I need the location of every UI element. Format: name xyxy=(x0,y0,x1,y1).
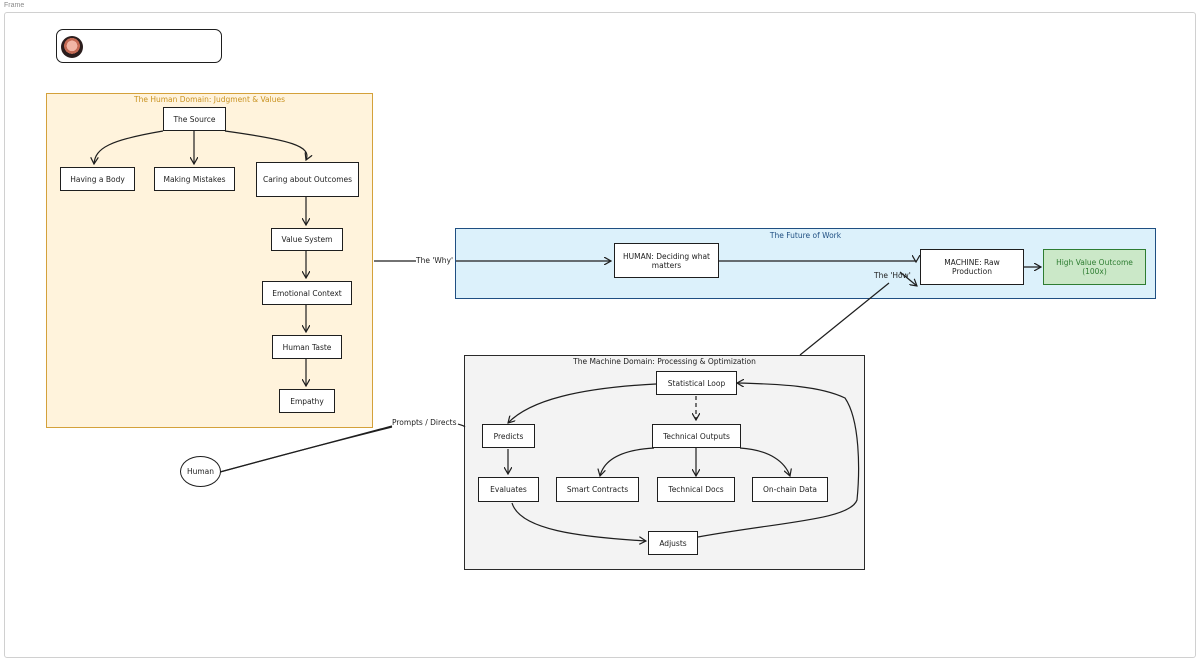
human-domain-region[interactable]: The Human Domain: Judgment & Values xyxy=(46,93,373,428)
edge-prompts-tail xyxy=(219,425,393,473)
node-human-deciding[interactable]: HUMAN: Deciding what matters xyxy=(614,243,719,278)
node-technical-docs[interactable]: Technical Docs xyxy=(657,477,735,502)
node-having-a-body[interactable]: Having a Body xyxy=(60,167,135,191)
node-high-value-outcome[interactable]: High Value Outcome (100x) xyxy=(1043,249,1146,285)
node-emotional-context[interactable]: Emotional Context xyxy=(262,281,352,305)
profile-card[interactable] xyxy=(56,29,222,63)
edge-deciding-machine xyxy=(719,261,916,262)
canvas-frame xyxy=(4,12,1196,658)
future-of-work-title: The Future of Work xyxy=(769,231,842,240)
node-smart-contracts[interactable]: Smart Contracts xyxy=(556,477,639,502)
machine-domain-title: The Machine Domain: Processing & Optimiz… xyxy=(573,357,756,366)
node-empathy[interactable]: Empathy xyxy=(279,389,335,413)
node-statistical-loop[interactable]: Statistical Loop xyxy=(656,371,737,395)
node-value-system[interactable]: Value System xyxy=(271,228,343,251)
edge-label-prompts-directs: Prompts / Directs xyxy=(392,418,457,427)
edge-source-caring xyxy=(224,130,307,160)
edge-label-the-why: The 'Why' xyxy=(416,256,454,265)
edge-loop-predicts xyxy=(508,383,657,423)
node-adjusts[interactable]: Adjusts xyxy=(648,531,698,555)
edge-adjusts-loop xyxy=(697,383,860,538)
edge-outputs-smart xyxy=(600,447,655,476)
node-human[interactable]: Human xyxy=(180,456,221,487)
edge-prompts xyxy=(219,423,466,473)
node-predicts[interactable]: Predicts xyxy=(482,424,535,448)
node-caring-about-outcomes[interactable]: Caring about Outcomes xyxy=(256,162,359,197)
node-the-source[interactable]: The Source xyxy=(163,107,226,131)
edge-evaluates-adjusts xyxy=(511,502,646,541)
node-technical-outputs[interactable]: Technical Outputs xyxy=(652,424,741,448)
edge-source-body xyxy=(94,130,164,164)
edge-label-the-how: The 'How' xyxy=(874,271,911,280)
human-domain-title: The Human Domain: Judgment & Values xyxy=(134,95,285,104)
node-evaluates[interactable]: Evaluates xyxy=(478,477,539,502)
edge-how xyxy=(799,282,890,356)
node-making-mistakes[interactable]: Making Mistakes xyxy=(154,167,235,191)
avatar[interactable] xyxy=(61,36,83,58)
node-human-taste[interactable]: Human Taste xyxy=(272,335,342,359)
edge-how-arrow xyxy=(899,271,917,286)
node-machine-raw-production[interactable]: MACHINE: Raw Production xyxy=(920,249,1024,285)
edge-outputs-onchain xyxy=(739,447,790,476)
frame-label: Frame xyxy=(4,2,25,9)
node-on-chain-data[interactable]: On-chain Data xyxy=(752,477,828,502)
